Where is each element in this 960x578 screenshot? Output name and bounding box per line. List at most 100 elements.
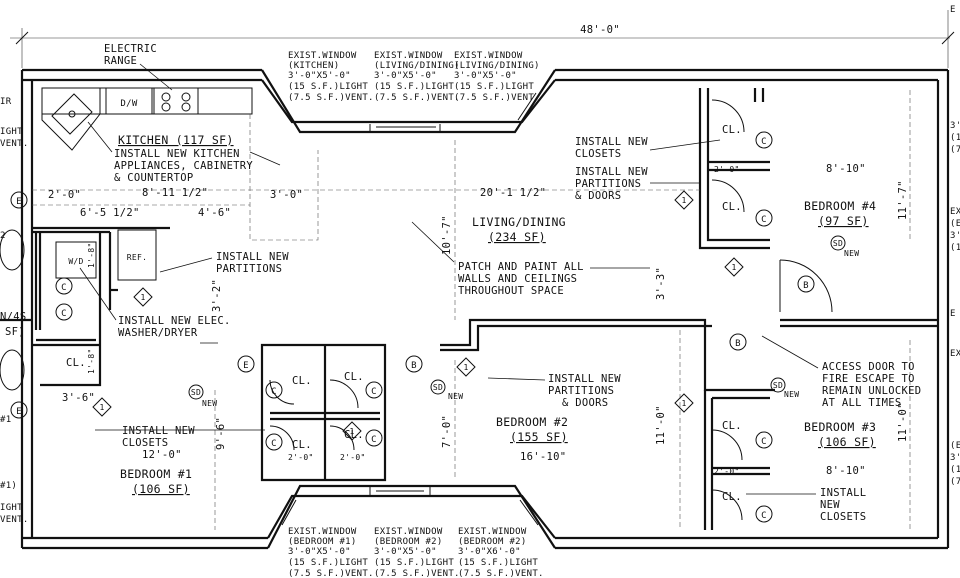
room-label-living: LIVING/DINING bbox=[472, 215, 566, 229]
svg-text:EXIST.WINDOW: EXIST.WINDOW bbox=[454, 51, 523, 61]
tag-e: E bbox=[10, 401, 28, 419]
svg-text:(1: (1 bbox=[950, 243, 960, 253]
svg-text:CLOSETS: CLOSETS bbox=[122, 437, 168, 449]
svg-text:11'-7": 11'-7" bbox=[897, 180, 909, 220]
svg-text:C: C bbox=[761, 437, 767, 447]
closet-label: CL. bbox=[292, 439, 312, 451]
kitchen-area: D/W REF. bbox=[41, 87, 319, 281]
svg-text:1: 1 bbox=[99, 403, 104, 412]
svg-text:IGHT: IGHT bbox=[0, 503, 23, 513]
svg-text:C: C bbox=[61, 283, 67, 293]
tag-e: E bbox=[10, 191, 28, 209]
svg-text:(15 S.F.)LIGHT: (15 S.F.)LIGHT bbox=[288, 82, 368, 92]
svg-text:& DOORS: & DOORS bbox=[562, 397, 608, 409]
svg-text:7'-0": 7'-0" bbox=[441, 415, 453, 448]
svg-text:2'-0": 2'-0" bbox=[714, 165, 740, 174]
svg-text:INSTALL NEW KITCHEN: INSTALL NEW KITCHEN bbox=[114, 148, 240, 160]
dimension-guides bbox=[32, 90, 911, 530]
svg-text:FIRE ESCAPE TO: FIRE ESCAPE TO bbox=[822, 373, 915, 385]
annotations: ELECTRIC RANGE EXIST.WINDOW (KITCHEN) 3'… bbox=[48, 43, 921, 578]
tag-symbols: C C C C C C C C C C E E E B B B 1 1 1 1 … bbox=[10, 131, 859, 523]
svg-text:3'-0"X5'-0": 3'-0"X5'-0" bbox=[288, 71, 351, 81]
svg-text:(106 SF): (106 SF) bbox=[132, 482, 190, 496]
closet-label: CL. bbox=[722, 201, 742, 213]
svg-text:2'-0": 2'-0" bbox=[48, 189, 81, 201]
svg-text:(7.5 S.F.)VENT.: (7.5 S.F.)VENT. bbox=[374, 569, 460, 578]
svg-text:WASHER/DRYER: WASHER/DRYER bbox=[118, 327, 198, 339]
svg-text:10'-7": 10'-7" bbox=[441, 215, 453, 255]
svg-text:1: 1 bbox=[731, 263, 736, 272]
room-label-bedroom2: BEDROOM #2 bbox=[496, 415, 568, 429]
svg-text:THROUGHOUT SPACE: THROUGHOUT SPACE bbox=[458, 285, 564, 297]
svg-text:(BEDROOM #1): (BEDROOM #1) bbox=[288, 537, 357, 547]
svg-text:12'-0": 12'-0" bbox=[142, 449, 182, 461]
svg-text:(7.5 S.F.)VENT.: (7.5 S.F.)VENT. bbox=[288, 93, 374, 103]
svg-text:C: C bbox=[761, 511, 767, 521]
tag-keynote: 1 bbox=[674, 393, 694, 413]
svg-text:EX: EX bbox=[950, 349, 960, 359]
toilet-bottom bbox=[0, 349, 25, 391]
svg-text:4'-6": 4'-6" bbox=[198, 207, 231, 219]
svg-text:3'-0": 3'-0" bbox=[270, 189, 303, 201]
svg-text:(7.5 S.F.)VENT.: (7.5 S.F.)VENT. bbox=[288, 569, 374, 578]
svg-text:(234 SF): (234 SF) bbox=[488, 230, 546, 244]
svg-text:3': 3' bbox=[950, 231, 960, 241]
svg-text:C: C bbox=[61, 309, 67, 319]
tag-keynote: 1 bbox=[674, 190, 694, 210]
svg-text:CLOSETS: CLOSETS bbox=[820, 511, 866, 523]
overall-dimension-label: 48'-0" bbox=[580, 24, 620, 36]
svg-text:(BEDROOM #2): (BEDROOM #2) bbox=[374, 537, 443, 547]
svg-text:2'-0": 2'-0" bbox=[340, 453, 366, 462]
svg-text:SF): SF) bbox=[5, 326, 25, 338]
svg-text:INSTALL: INSTALL bbox=[820, 487, 866, 499]
left-edge-fragments: IR IGHT VENT. 2 #1 #1) IGHT VENT. bbox=[0, 97, 28, 525]
svg-text:SD: SD bbox=[773, 381, 783, 390]
svg-text:3'-0"X5'-0": 3'-0"X5'-0" bbox=[454, 71, 517, 81]
svg-text:3'-0"X5'-0": 3'-0"X5'-0" bbox=[374, 547, 437, 557]
exterior-walls bbox=[20, 68, 950, 550]
svg-text:(KITCHEN): (KITCHEN) bbox=[288, 61, 339, 71]
svg-text:(15 S.F.)LIGHT: (15 S.F.)LIGHT bbox=[374, 558, 454, 568]
svg-text:REF.: REF. bbox=[127, 253, 147, 262]
svg-text:E: E bbox=[243, 361, 249, 371]
svg-text:PARTITIONS: PARTITIONS bbox=[548, 385, 614, 397]
svg-text:NEW: NEW bbox=[844, 249, 859, 258]
tag-e: E bbox=[237, 355, 255, 373]
svg-text:3': 3' bbox=[950, 453, 960, 463]
svg-text:3'-0"X6'-0": 3'-0"X6'-0" bbox=[458, 547, 521, 557]
svg-text:1: 1 bbox=[463, 363, 468, 372]
svg-text:(E: (E bbox=[950, 441, 960, 451]
tag-c: C bbox=[265, 381, 283, 399]
svg-text:2: 2 bbox=[0, 231, 6, 241]
closet-label: CL. bbox=[344, 371, 364, 383]
svg-text:REMAIN UNLOCKED: REMAIN UNLOCKED bbox=[822, 385, 921, 397]
svg-text:1: 1 bbox=[681, 196, 686, 205]
svg-text:AT ALL TIMES: AT ALL TIMES bbox=[822, 397, 901, 409]
svg-text:(E: (E bbox=[950, 219, 960, 229]
svg-text:E: E bbox=[16, 407, 22, 417]
svg-text:WALLS AND CEILINGS: WALLS AND CEILINGS bbox=[458, 273, 577, 285]
svg-text:B: B bbox=[735, 339, 741, 349]
svg-text:IR: IR bbox=[0, 97, 12, 107]
right-edge-fragments: E 3' (1 (7 EX (E 3' (1 E EX (E 3' (1 (7 bbox=[950, 5, 960, 487]
tag-c: C bbox=[755, 131, 773, 149]
tag-c: C bbox=[365, 429, 383, 447]
svg-text:2'-0": 2'-0" bbox=[288, 453, 314, 462]
svg-text:3'-6": 3'-6" bbox=[62, 392, 95, 404]
bath-laundry: W/D N/4S SF) bbox=[0, 226, 170, 391]
svg-text:(97 SF): (97 SF) bbox=[818, 214, 869, 228]
svg-text:1: 1 bbox=[140, 293, 145, 302]
svg-text:1: 1 bbox=[681, 399, 686, 408]
svg-text:(7.5 S.F.)VENT.: (7.5 S.F.)VENT. bbox=[454, 93, 540, 103]
tag-keynote: 1 bbox=[342, 421, 362, 441]
svg-text:C: C bbox=[271, 387, 277, 397]
svg-text:(BEDROOM #2): (BEDROOM #2) bbox=[458, 537, 527, 547]
svg-text:3': 3' bbox=[950, 121, 960, 131]
svg-text:1'-8": 1'-8" bbox=[87, 242, 96, 268]
svg-text:NEW: NEW bbox=[202, 399, 217, 408]
svg-text:(15 S.F.)LIGHT: (15 S.F.)LIGHT bbox=[374, 82, 454, 92]
tag-c: C bbox=[265, 433, 283, 451]
